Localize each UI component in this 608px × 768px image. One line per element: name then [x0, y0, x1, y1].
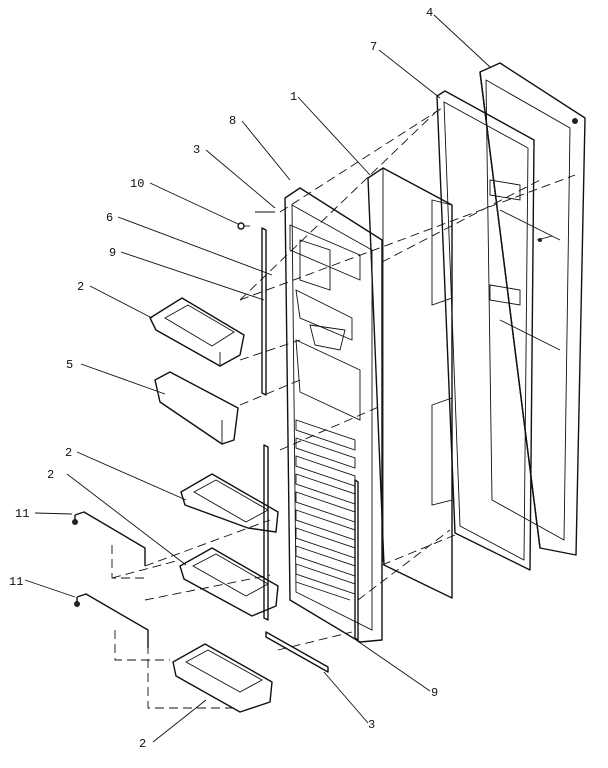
label-2-bin-2: 2: [65, 446, 72, 460]
assembly-lines: [111, 107, 576, 709]
screw: [237, 222, 250, 230]
label-11-top: 11: [15, 507, 29, 521]
label-3-bottom: 3: [368, 718, 375, 732]
label-9-bottom: 9: [431, 686, 438, 700]
label-1: 1: [290, 90, 297, 104]
door-bin-3: [179, 547, 279, 617]
label-2-bin-4: 2: [139, 737, 146, 751]
door-bin-1: [149, 297, 245, 367]
inner-door-panel: [284, 187, 383, 643]
door-shelf: [154, 371, 239, 445]
label-2-bin-1: 2: [77, 280, 84, 294]
label-5: 5: [66, 358, 73, 372]
label-10: 10: [130, 177, 144, 191]
leader-lines: [24, 14, 491, 743]
shelf-retainer-1: [72, 511, 146, 566]
label-3-top: 3: [193, 143, 200, 157]
part-labels: 1 8 3 10 6 9 2 5 2 2 11 11 2 3 9 7 4: [9, 6, 438, 751]
label-11-bottom: 11: [9, 575, 23, 589]
label-6: 6: [106, 211, 113, 225]
label-7: 7: [370, 40, 377, 54]
label-2-bin-3: 2: [47, 468, 54, 482]
label-4: 4: [426, 6, 433, 20]
hinge-brackets: [255, 211, 553, 673]
label-8: 8: [229, 114, 236, 128]
label-9-top: 9: [109, 246, 116, 260]
door-bin-2: [180, 473, 279, 533]
door-bin-4: [172, 643, 273, 713]
outer-door-panel: [479, 62, 586, 556]
trim-strips: [261, 227, 359, 641]
shelf-retainer-2: [74, 593, 149, 648]
